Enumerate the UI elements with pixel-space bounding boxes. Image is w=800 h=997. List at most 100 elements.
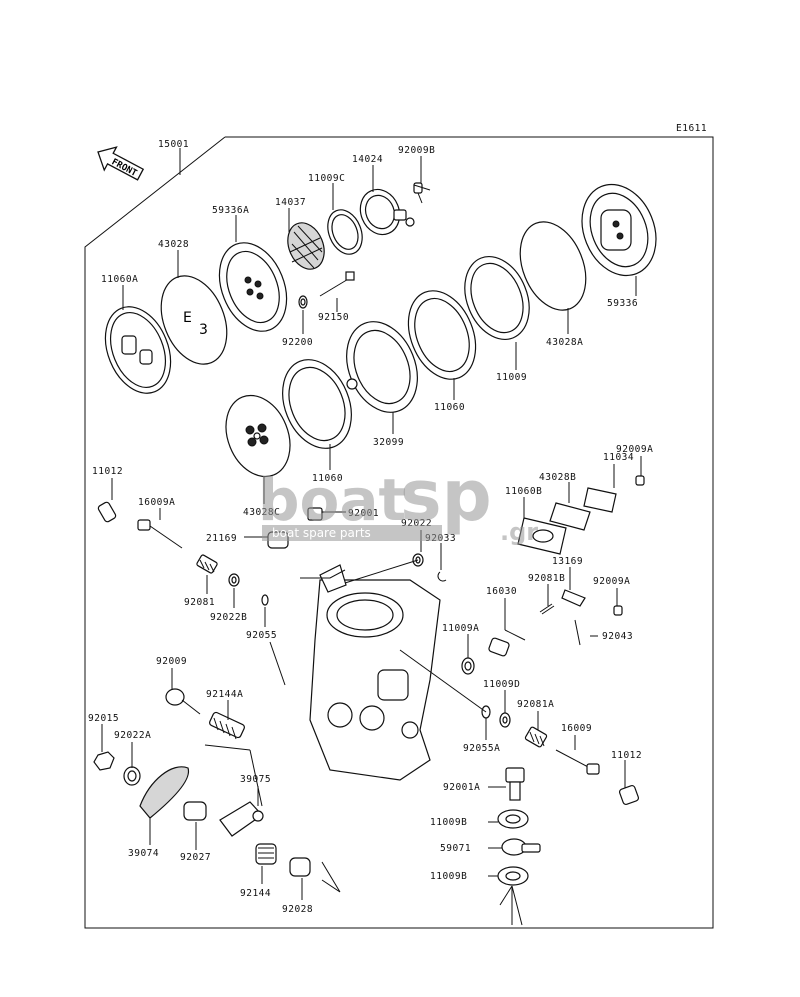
label-32099: 32099 [373, 437, 404, 448]
label-92081A: 92081A [517, 699, 554, 710]
carburetor-body [309, 564, 441, 781]
spring-92081A [524, 726, 548, 748]
label-11009A: 11009A [442, 623, 479, 634]
label-43028: 43028 [158, 239, 189, 250]
watermark-brand-b: sp [400, 455, 492, 537]
washer-11009B-top [497, 809, 529, 829]
ring-11009A [461, 657, 475, 675]
label-59071: 59071 [440, 843, 471, 854]
label-11009B-bottom: 11009B [430, 871, 467, 882]
label-92022B: 92022B [210, 612, 247, 623]
watermark-brand-a: boat [258, 466, 406, 534]
label-92055A: 92055A [463, 743, 500, 754]
collar-92028 [289, 857, 311, 877]
label-11012-lower: 11012 [611, 750, 642, 761]
label-16030: 16030 [486, 586, 517, 597]
label-39074: 39074 [128, 848, 159, 859]
label-43028C: 43028C [243, 507, 280, 518]
plate-43028B [549, 502, 591, 531]
label-92200: 92200 [282, 337, 313, 348]
label-92009: 92009 [156, 656, 187, 667]
washer-92200 [298, 295, 308, 309]
nut-92015 [93, 751, 115, 771]
gasket-43028: E 3 [160, 275, 228, 365]
label-92009A-mid: 92009A [593, 576, 630, 587]
screw-92009A-top [635, 475, 645, 486]
watermark-tagline-bar [262, 525, 442, 541]
label-11060-lower: 11060 [312, 473, 343, 484]
clip-92033 [437, 571, 447, 582]
label-21169: 21169 [206, 533, 237, 544]
diagram-frame [84, 136, 714, 929]
washer-92022B [228, 573, 240, 587]
label-16009A: 16009A [138, 497, 175, 508]
needle-16030 [488, 629, 526, 657]
washer-11009B-bottom [497, 866, 529, 886]
label-11034: 11034 [603, 452, 634, 463]
spring-92144A [209, 711, 245, 740]
diagram-code: E1611 [676, 123, 707, 134]
label-92150: 92150 [318, 312, 349, 323]
spring-92081 [196, 554, 218, 574]
label-92144: 92144 [240, 888, 271, 899]
bolt-92001A [505, 767, 525, 801]
cover-59336A [218, 242, 288, 332]
label-92081B: 92081B [528, 573, 565, 584]
watermark: boat sp .gr boat spare parts [258, 455, 538, 546]
ring-11009D [499, 712, 511, 728]
gasket-43028A [519, 221, 587, 311]
label-92001A: 92001A [443, 782, 480, 793]
screw-16009 [555, 749, 600, 775]
label-92043: 92043 [602, 631, 633, 642]
oring-92055 [261, 594, 269, 606]
leader-lines [101, 148, 642, 926]
label-39075: 39075 [240, 774, 271, 785]
spring-92081B [539, 603, 555, 615]
svg-text:3: 3 [199, 322, 208, 338]
label-92028: 92028 [282, 904, 313, 915]
screw-16009A [137, 519, 183, 549]
watermark-tagline: boat spare parts [272, 526, 371, 540]
cap-14024 [359, 188, 415, 236]
label-92009A-top: 92009A [616, 444, 653, 455]
diaphragm-43028C [225, 394, 291, 478]
cover-59336 [581, 183, 657, 277]
pin-92043 [574, 619, 581, 646]
gasket-11060B [517, 517, 567, 555]
label-92022: 92022 [401, 518, 432, 529]
part-labels: 15001 14024 92009B 11009C 14037 59336A 4… [88, 139, 653, 915]
lever-13169 [561, 589, 586, 607]
gasket-11060 [407, 290, 477, 380]
screw-92009A-mid [613, 605, 623, 616]
pin-11012-lower [618, 784, 640, 806]
label-16009: 16009 [561, 723, 592, 734]
plate-11034 [583, 487, 617, 513]
plate-11060A [104, 306, 172, 394]
label-14037: 14037 [275, 197, 306, 208]
label-13169: 13169 [552, 556, 583, 567]
label-92081: 92081 [184, 597, 215, 608]
label-59336: 59336 [607, 298, 638, 309]
front-arrow-icon: FRONT [97, 146, 145, 181]
label-92027: 92027 [180, 852, 211, 863]
label-92015: 92015 [88, 713, 119, 724]
pin-11012 [97, 501, 117, 523]
label-92144A: 92144A [206, 689, 243, 700]
label-15001: 15001 [158, 139, 189, 150]
label-43028A: 43028A [546, 337, 583, 348]
banjo-59071 [501, 838, 541, 856]
cam-39074 [139, 766, 190, 819]
label-11060A: 11060A [101, 274, 138, 285]
ring-11009C [327, 209, 363, 255]
label-59336A: 59336A [212, 205, 249, 216]
screen-14037 [287, 222, 325, 270]
screw-92009 [165, 688, 201, 715]
label-43028B: 43028B [539, 472, 576, 483]
ring-11009 [464, 255, 530, 341]
label-11009C: 11009C [308, 173, 345, 184]
washer-92022 [412, 553, 424, 567]
washer-92022A [123, 766, 141, 786]
label-11009D: 11009D [483, 679, 520, 690]
body-32099 [346, 321, 418, 413]
